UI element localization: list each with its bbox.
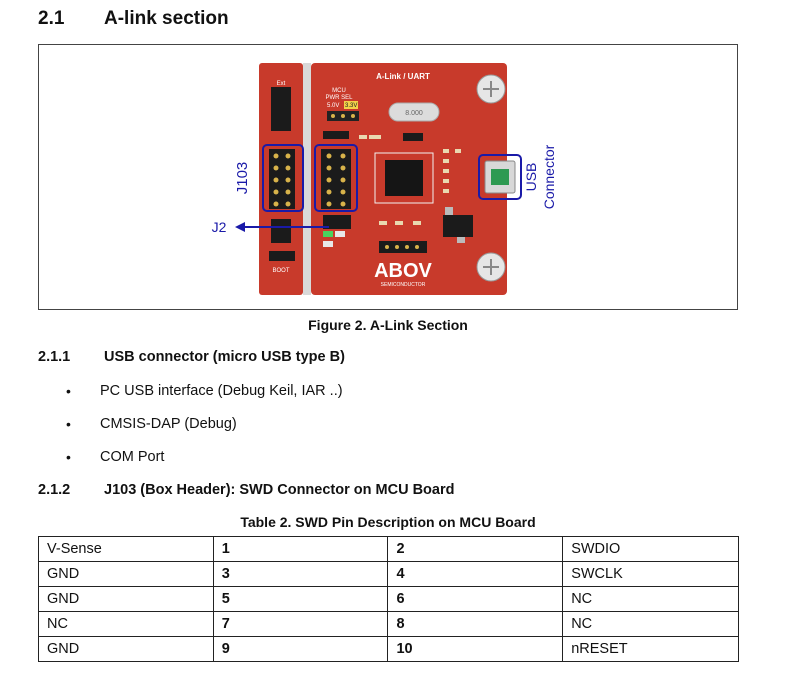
- callout-box-j103: [314, 144, 358, 212]
- pin-cell: 9: [212, 636, 389, 662]
- callout-box-left-header: [262, 144, 304, 212]
- callout-box-usb: [478, 154, 522, 200]
- pin-cell: 7: [212, 611, 389, 637]
- screw-top: [476, 74, 506, 104]
- section-title: A-link section: [104, 8, 229, 29]
- figure-caption: Figure 2. A-Link Section: [308, 317, 468, 333]
- signal-cell: NC: [38, 611, 214, 637]
- micro-usb-connector: [484, 160, 516, 194]
- usb-feature-list: PC USB interface (Debug Keil, IAR ..) CM…: [66, 382, 343, 481]
- subsection-number: 2.1.1: [38, 349, 71, 365]
- mcu-label: MCU: [332, 88, 346, 94]
- a-link-board-image: A-Link / UART MCU PWR SEL 5.0V 3.3V Ext …: [212, 63, 557, 295]
- list-item: PC USB interface (Debug Keil, IAR ..): [66, 382, 343, 415]
- board-title: A-Link / UART: [376, 72, 430, 81]
- pin-cell: 2: [387, 536, 564, 562]
- abov-logo: ABOV: [374, 260, 432, 282]
- subsection-number: 2.1.2: [38, 482, 71, 498]
- signal-cell: GND: [38, 586, 214, 612]
- signal-cell: NC: [562, 586, 739, 612]
- table-row: GND 3 4 SWCLK: [38, 561, 739, 587]
- pin-cell: 3: [212, 561, 389, 587]
- signal-cell: SWCLK: [562, 561, 739, 587]
- pin-cell: 8: [387, 611, 564, 637]
- table-row: GND 5 6 NC: [38, 586, 739, 612]
- pin-cell: 4: [387, 561, 564, 587]
- crystal-oscillator: 8.000: [388, 102, 440, 122]
- pin-cell: 6: [387, 586, 564, 612]
- main-pin-header: [321, 149, 351, 209]
- swd-pin-table: V-Sense 1 2 SWDIO GND 3 4 SWCLK GND 5 6 …: [38, 536, 739, 662]
- section-number: 2.1: [38, 8, 65, 29]
- callout-j2-label: J2: [212, 219, 227, 235]
- abov-logo-sub: SEMICONDUCTOR: [381, 282, 426, 288]
- left-pin-header: [269, 149, 295, 209]
- table-row: GND 9 10 nRESET: [38, 636, 739, 662]
- callout-j103-label: J103: [234, 162, 251, 195]
- boot-label: BOOT: [272, 268, 289, 274]
- subsection-title: USB connector (micro USB type B): [104, 349, 345, 365]
- figure-frame: A-Link / UART MCU PWR SEL 5.0V 3.3V Ext …: [38, 44, 738, 310]
- signal-cell: V-Sense: [38, 536, 214, 562]
- callout-usb-label-line2: Connector: [541, 144, 557, 209]
- mcu-chip: [374, 152, 434, 204]
- subsection-title: J103 (Box Header): SWD Connector on MCU …: [104, 482, 455, 498]
- list-item: COM Port: [66, 448, 343, 481]
- list-item: CMSIS-DAP (Debug): [66, 415, 343, 448]
- svg-text:8.000: 8.000: [405, 110, 423, 117]
- signal-cell: SWDIO: [562, 536, 739, 562]
- signal-cell: nRESET: [562, 636, 739, 662]
- signal-cell: GND: [38, 636, 214, 662]
- ext-label: Ext: [277, 81, 286, 87]
- table-row: V-Sense 1 2 SWDIO: [38, 536, 739, 562]
- screw-bottom: [476, 252, 506, 282]
- signal-cell: GND: [38, 561, 214, 587]
- pin-cell: 1: [212, 536, 389, 562]
- signal-cell: NC: [562, 611, 739, 637]
- v50-label: 5.0V: [327, 103, 339, 109]
- table-row: NC 7 8 NC: [38, 611, 739, 637]
- voltage-regulator: [443, 207, 473, 243]
- callout-usb-label-line1: USB: [523, 163, 539, 192]
- pin-cell: 10: [387, 636, 564, 662]
- pwr-sel-label: PWR SEL: [325, 95, 353, 101]
- j2-header: [323, 215, 351, 229]
- v33-label: 3.3V: [345, 103, 357, 109]
- table-caption: Table 2. SWD Pin Description on MCU Boar…: [240, 514, 536, 530]
- pin-cell: 5: [212, 586, 389, 612]
